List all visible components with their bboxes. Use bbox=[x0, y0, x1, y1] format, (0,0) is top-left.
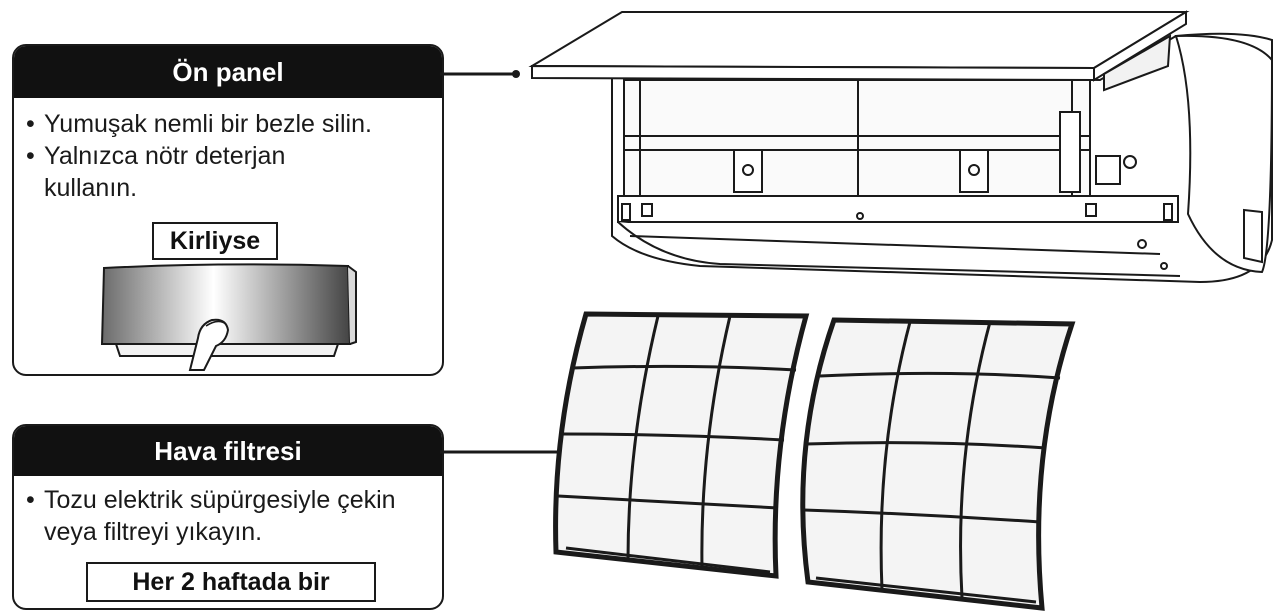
front-panel-bullet: Yalnızca nötr deterjan kullanın. bbox=[22, 140, 344, 204]
front-panel-callout: Ön panel Yumuşak nemli bir bezle silin. … bbox=[12, 44, 444, 376]
front-panel-lifted bbox=[528, 10, 1190, 92]
air-filter-title: Hava filtresi bbox=[14, 426, 442, 476]
air-filter-bullet: Tozu elektrik süpürgesiyle çekin veya fi… bbox=[22, 484, 404, 548]
front-panel-tag: Kirliyse bbox=[152, 222, 278, 260]
front-panel-title: Ön panel bbox=[14, 46, 442, 98]
air-filter-left bbox=[553, 311, 810, 579]
air-filter-callout: Hava filtresi Tozu elektrik süpürgesiyle… bbox=[12, 424, 444, 610]
air-filter-right bbox=[800, 317, 1076, 611]
front-panel-bullet: Yumuşak nemli bir bezle silin. bbox=[22, 108, 432, 140]
ac-indoor-unit bbox=[611, 32, 1274, 284]
air-filter-instructions: Tozu elektrik süpürgesiyle çekin veya fi… bbox=[22, 484, 432, 548]
wiping-panel-illustration bbox=[100, 263, 357, 371]
air-filter-tag: Her 2 haftada bir bbox=[86, 562, 376, 602]
front-panel-instructions: Yumuşak nemli bir bezle silin. Yalnızca … bbox=[22, 108, 432, 204]
